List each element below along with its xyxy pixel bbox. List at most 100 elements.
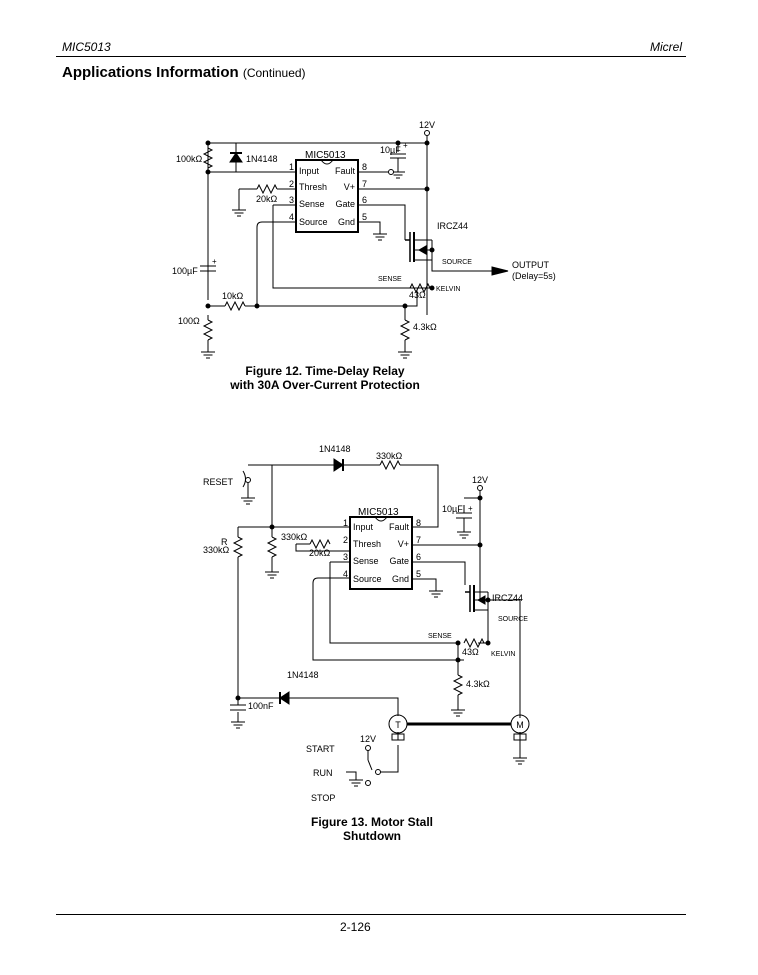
fig13-chip — [349, 516, 413, 590]
fig13-label-r-value: 330kΩ — [203, 545, 230, 555]
fig12-pinnum-1: 1 — [289, 162, 294, 172]
fig13-label-10uf: 10µF — [442, 504, 463, 514]
fig13-label-run: RUN — [313, 768, 333, 778]
figure-12-caption-line2: with 30A Over-Current Protection — [230, 378, 420, 392]
fig13-cap-100nf — [230, 704, 246, 729]
fig12-pinnum-5: 5 — [362, 212, 367, 222]
fig13-resistor-r — [233, 536, 243, 558]
fig12-label-chip: MIC5013 — [305, 150, 346, 161]
section-title-sub: (Continued) — [242, 66, 306, 80]
fig12-diode-1n4148 — [229, 143, 243, 172]
fig13-label-r: R — [221, 537, 228, 547]
fig12-output-arrow — [491, 266, 509, 276]
footer-rule — [56, 914, 686, 915]
fig13-pinnum-6: 6 — [416, 552, 421, 562]
header-brand: Micrel — [650, 40, 682, 54]
section-title-main: Applications Information — [62, 64, 239, 81]
fig12-pin-sense: Sense — [299, 199, 325, 209]
fig12-resistor-20k — [256, 184, 278, 194]
fig13-label-chip: MIC5013 — [358, 507, 399, 518]
fig12-label-4k3: 4.3kΩ — [413, 322, 437, 332]
fig13-label-motor: M — [516, 720, 524, 730]
fig12-pin-gnd: Gnd — [338, 217, 355, 227]
fig13-label-tach: T — [395, 720, 401, 730]
figure-13-schematic — [230, 458, 530, 787]
fig13-ground-chip — [428, 584, 444, 598]
fig13-pinnum-1: 1 — [343, 518, 348, 528]
fig12-label-100k: 100kΩ — [176, 154, 203, 164]
header-part-number: MIC5013 — [62, 40, 111, 54]
fig13-label-source: SOURCE — [498, 616, 528, 623]
figure-13-caption-line2: Shutdown — [343, 829, 401, 843]
fig12-pin-input: Input — [299, 166, 320, 176]
fig13-pin-gate: Gate — [389, 556, 409, 566]
fig13-label-330k-top: 330kΩ — [376, 451, 403, 461]
fig13-label-mosfet: IRCZ44 — [492, 593, 523, 603]
fig12-label-20k: 20kΩ — [256, 194, 278, 204]
fig12-label-100: 100Ω — [178, 316, 200, 326]
fig13-mosfet — [465, 585, 489, 612]
fig12-resistor-10k — [224, 301, 246, 311]
fig12-label-source: SOURCE — [442, 259, 472, 266]
fig12-label-sense: SENSE — [378, 276, 402, 283]
fig13-label-4k3: 4.3kΩ — [466, 679, 490, 689]
fig13-pinnum-7: 7 — [416, 535, 421, 545]
fig13-label-stop: STOP — [311, 793, 335, 803]
fig13-label-cap-plus: + — [468, 504, 473, 513]
fig12-label-cap-plus: + — [403, 141, 408, 150]
fig12-wires — [205, 130, 492, 346]
fig13-label-1n4148-bottom: 1N4148 — [287, 670, 319, 680]
header-rule — [56, 56, 686, 57]
fig13-pinnum-2: 2 — [343, 535, 348, 545]
fig12-fault-terminal — [388, 169, 394, 175]
figure-12-caption: Figure 12. Time-Delay Relay with 30A Ove… — [200, 364, 450, 392]
fig13-pinnum-4: 4 — [343, 569, 348, 579]
fig12-pin-gate: Gate — [335, 199, 355, 209]
fig12-label-cap100-plus: + — [212, 257, 217, 266]
fig13-label-1n4148-top: 1N4148 — [319, 444, 351, 454]
fig13-resistor-330k-top — [379, 460, 401, 470]
fig12-label-100uf: 100µF — [172, 266, 198, 276]
fig12-label-mosfet: IRCZ44 — [437, 221, 468, 231]
fig12-resistor-4k3 — [397, 319, 413, 359]
fig12-label-kelvin: KELVIN — [436, 286, 460, 293]
fig12-pinnum-3: 3 — [289, 195, 294, 205]
fig12-cap-100uf — [200, 265, 216, 272]
fig13-mode-switch — [346, 745, 381, 787]
fig12-label-43: 43Ω — [409, 290, 426, 300]
fig13-label-100nf: 100nF — [248, 701, 274, 711]
fig13-label-start: START — [306, 744, 335, 754]
fig12-ground-thresh — [231, 203, 247, 217]
fig12-ground-chip — [372, 227, 388, 241]
fig13-label-43: 43Ω — [462, 647, 479, 657]
fig13-label-switch-12v: 12V — [360, 734, 376, 744]
fig13-diode-top — [333, 458, 344, 472]
fig12-cap-10uf — [390, 153, 406, 179]
fig13-pin-input: Input — [353, 522, 374, 532]
fig13-pinnum-3: 3 — [343, 552, 348, 562]
fig13-label-sense: SENSE — [428, 633, 452, 640]
page-number: 2-126 — [340, 920, 371, 934]
fig12-pinnum-4: 4 — [289, 212, 294, 222]
fig12-pin-thresh: Thresh — [299, 182, 327, 192]
fig13-pinnum-8: 8 — [416, 518, 421, 528]
fig12-label-1n4148: 1N4148 — [246, 154, 278, 164]
fig13-pin-vplus: V+ — [398, 539, 409, 549]
fig12-pin-vplus: V+ — [344, 182, 355, 192]
fig13-pin-fault: Fault — [389, 522, 410, 532]
fig13-pin-source: Source — [353, 574, 382, 584]
fig13-resistor-20k — [296, 539, 331, 549]
fig12-label-10k: 10kΩ — [222, 291, 244, 301]
fig12-label-delay: (Delay=5s) — [512, 271, 556, 281]
fig13-pin-sense: Sense — [353, 556, 379, 566]
fig12-resistor-100 — [200, 319, 216, 359]
fig12-pinnum-6: 6 — [362, 195, 367, 205]
fig12-label-12v: 12V — [419, 120, 435, 130]
fig12-pinnum-8: 8 — [362, 162, 367, 172]
fig13-label-330k-mid: 330kΩ — [281, 532, 308, 542]
section-title: Applications Information (Continued) — [62, 64, 306, 81]
fig12-label-10uf: 10µF — [380, 145, 401, 155]
figure-13-caption-line1: Figure 13. Motor Stall — [310, 815, 433, 829]
